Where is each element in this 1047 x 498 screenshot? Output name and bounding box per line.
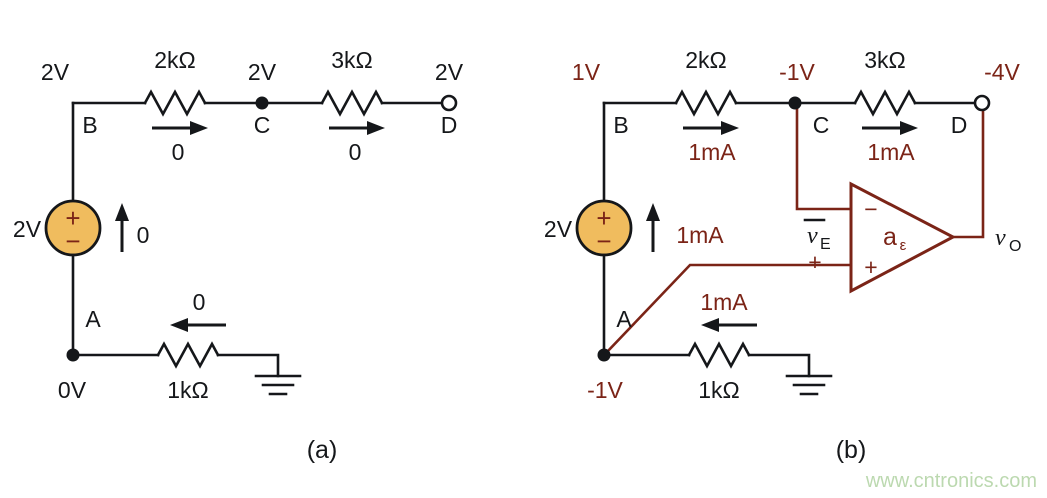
wire-output-to-d <box>951 103 985 239</box>
r1-current-label-b: 1mA <box>688 139 736 165</box>
node-d-terminal-a <box>440 94 458 112</box>
circuit-b: + − 1V B 2kΩ 1mA -1V C 3kΩ 1mA -4 <box>544 47 1022 464</box>
r3-current-label-a: 0 <box>193 289 206 315</box>
wire-a-to-noninverting-input <box>604 263 853 355</box>
node-b-voltage-b: 1V <box>572 59 601 85</box>
circuit-a: + − 2V B 2kΩ 0 2V C 3kΩ 0 2V <box>13 47 464 464</box>
r1-current-arrow-b <box>683 121 739 135</box>
error-voltage-label: v E + <box>803 218 831 275</box>
ground-symbol-a <box>254 374 302 396</box>
node-a-voltage-a: 0V <box>58 377 87 403</box>
watermark-text: www.cntronics.com <box>865 470 1037 492</box>
source-plus-a: + <box>65 203 80 233</box>
node-d-label-b: D <box>951 112 968 138</box>
resistor-3k-symbol <box>320 89 384 117</box>
ground-symbol-b <box>785 374 833 396</box>
r3-current-label-b: 1mA <box>700 289 748 315</box>
node-a-label-b: A <box>616 306 632 332</box>
node-b-voltage-a: 2V <box>41 59 70 85</box>
source-label-b: 2V <box>544 216 573 242</box>
resistor-2k-symbol-b <box>674 89 738 117</box>
node-a-dot-a <box>66 348 80 362</box>
r2-current-arrow-a <box>329 121 385 135</box>
node-d-label-a: D <box>441 112 458 138</box>
node-b-label-b: B <box>613 112 628 138</box>
node-a-voltage-b: -1V <box>587 377 623 403</box>
node-b-label-a: B <box>82 112 97 138</box>
resistor-1k-symbol <box>156 341 220 369</box>
wire-c-to-inverting-input <box>795 103 853 211</box>
node-c-voltage-b: -1V <box>779 59 815 85</box>
resistor-1k-label-b: 1kΩ <box>698 377 740 403</box>
opamp-gain-label: a ε <box>883 223 907 254</box>
node-c-dot-b <box>788 96 802 110</box>
resistor-3k-symbol-b <box>853 89 917 117</box>
node-c-dot-a <box>255 96 269 110</box>
source-current-label-b: 1mA <box>676 222 724 248</box>
r3-current-arrow-b <box>701 318 757 332</box>
resistor-3k-label-a: 3kΩ <box>331 47 373 73</box>
resistor-3k-label-b: 3kΩ <box>864 47 906 73</box>
wire-r3-to-ground <box>216 353 280 378</box>
source-minus-a: − <box>65 226 80 256</box>
node-c-label-b: C <box>813 112 830 138</box>
error-voltage-subscript: E <box>820 236 831 253</box>
opamp-inverting-sign: − <box>864 196 877 222</box>
node-c-label-a: C <box>254 112 271 138</box>
source-label-a: 2V <box>13 216 42 242</box>
r1-current-arrow-a <box>152 121 208 135</box>
source-plus-b: + <box>596 203 611 233</box>
error-voltage-plus: + <box>808 249 821 275</box>
svg-text:a: a <box>883 223 897 251</box>
r2-current-arrow-b <box>862 121 918 135</box>
resistor-2k-symbol <box>143 89 207 117</box>
resistor-1k-symbol-b <box>687 341 751 369</box>
resistor-2k-label-a: 2kΩ <box>154 47 196 73</box>
node-d-voltage-a: 2V <box>435 59 464 85</box>
node-d-voltage-b: -4V <box>984 59 1020 85</box>
resistor-1k-label-a: 1kΩ <box>167 377 209 403</box>
source-minus-b: − <box>596 226 611 256</box>
caption-a: (a) <box>307 436 338 464</box>
svg-text:ε: ε <box>900 237 907 254</box>
caption-b: (b) <box>836 436 867 464</box>
node-d-terminal-b <box>973 94 991 112</box>
node-c-voltage-a: 2V <box>248 59 277 85</box>
r3-current-arrow-a <box>170 318 226 332</box>
node-a-dot-b <box>597 348 611 362</box>
output-voltage-subscript: O <box>1009 238 1021 255</box>
error-voltage-symbol: v <box>807 223 818 249</box>
resistor-2k-label-b: 2kΩ <box>685 47 727 73</box>
source-current-label-a: 0 <box>137 222 150 248</box>
wire-r3-to-ground-b <box>747 353 811 378</box>
node-a-label-a: A <box>85 306 101 332</box>
output-voltage-symbol: v <box>995 225 1006 251</box>
source-current-arrow-b <box>646 203 660 252</box>
output-voltage-label: v O <box>995 225 1021 255</box>
source-current-arrow-a <box>115 203 129 252</box>
opamp-symbol <box>849 181 957 294</box>
r2-current-label-b: 1mA <box>867 139 915 165</box>
opamp-noninverting-sign: + <box>864 254 877 280</box>
r1-current-label-a: 0 <box>172 139 185 165</box>
r2-current-label-a: 0 <box>349 139 362 165</box>
